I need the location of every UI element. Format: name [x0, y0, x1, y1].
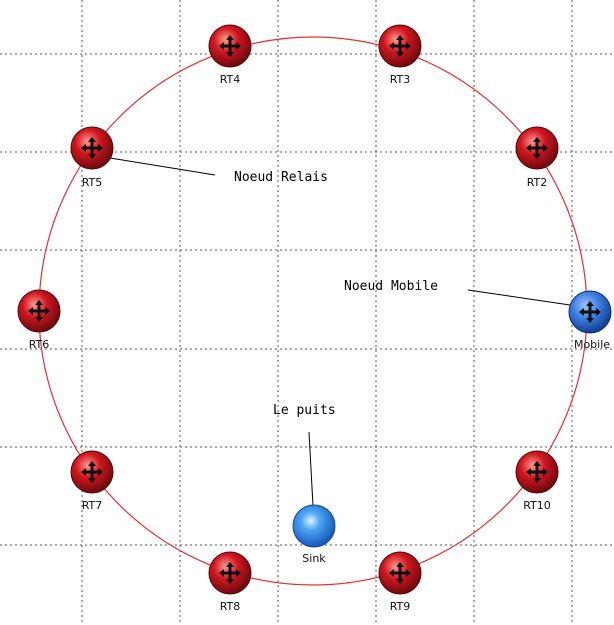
label-rt4: RT4: [220, 73, 241, 86]
router-rt9[interactable]: [378, 551, 422, 595]
label-rt6: RT6: [29, 338, 50, 351]
sink-pointer-line: [308, 431, 314, 507]
label-rt9: RT9: [390, 600, 411, 613]
annotation-mobile: Noeud Mobile: [344, 279, 438, 294]
label-sink: Sink: [302, 552, 326, 565]
router-rt8[interactable]: [208, 551, 252, 595]
sink-sphere-icon: [292, 504, 336, 548]
label-rt3: RT3: [390, 73, 411, 86]
label-rt2: RT2: [527, 176, 548, 189]
annotation-relay: Noeud Relais: [234, 170, 328, 185]
relay-pointer-line: [109, 157, 216, 176]
label-mobile: Mobile: [574, 338, 610, 351]
label-rt5: RT5: [82, 176, 103, 189]
router-rt6[interactable]: [17, 289, 61, 333]
label-rt10: RT10: [523, 499, 551, 512]
router-rt4[interactable]: [208, 24, 252, 68]
router-rt3[interactable]: [378, 24, 422, 68]
router-rt5[interactable]: [70, 126, 114, 170]
router-rt7[interactable]: [70, 450, 114, 494]
sink-node[interactable]: [292, 504, 336, 548]
label-rt7: RT7: [82, 499, 103, 512]
mobile-node[interactable]: [568, 290, 612, 334]
mobile-pointer-line: [467, 289, 571, 306]
router-rt10[interactable]: [515, 450, 559, 494]
label-rt8: RT8: [220, 600, 241, 613]
annotation-sink: Le puits: [273, 403, 336, 418]
router-rt2[interactable]: [515, 126, 559, 170]
